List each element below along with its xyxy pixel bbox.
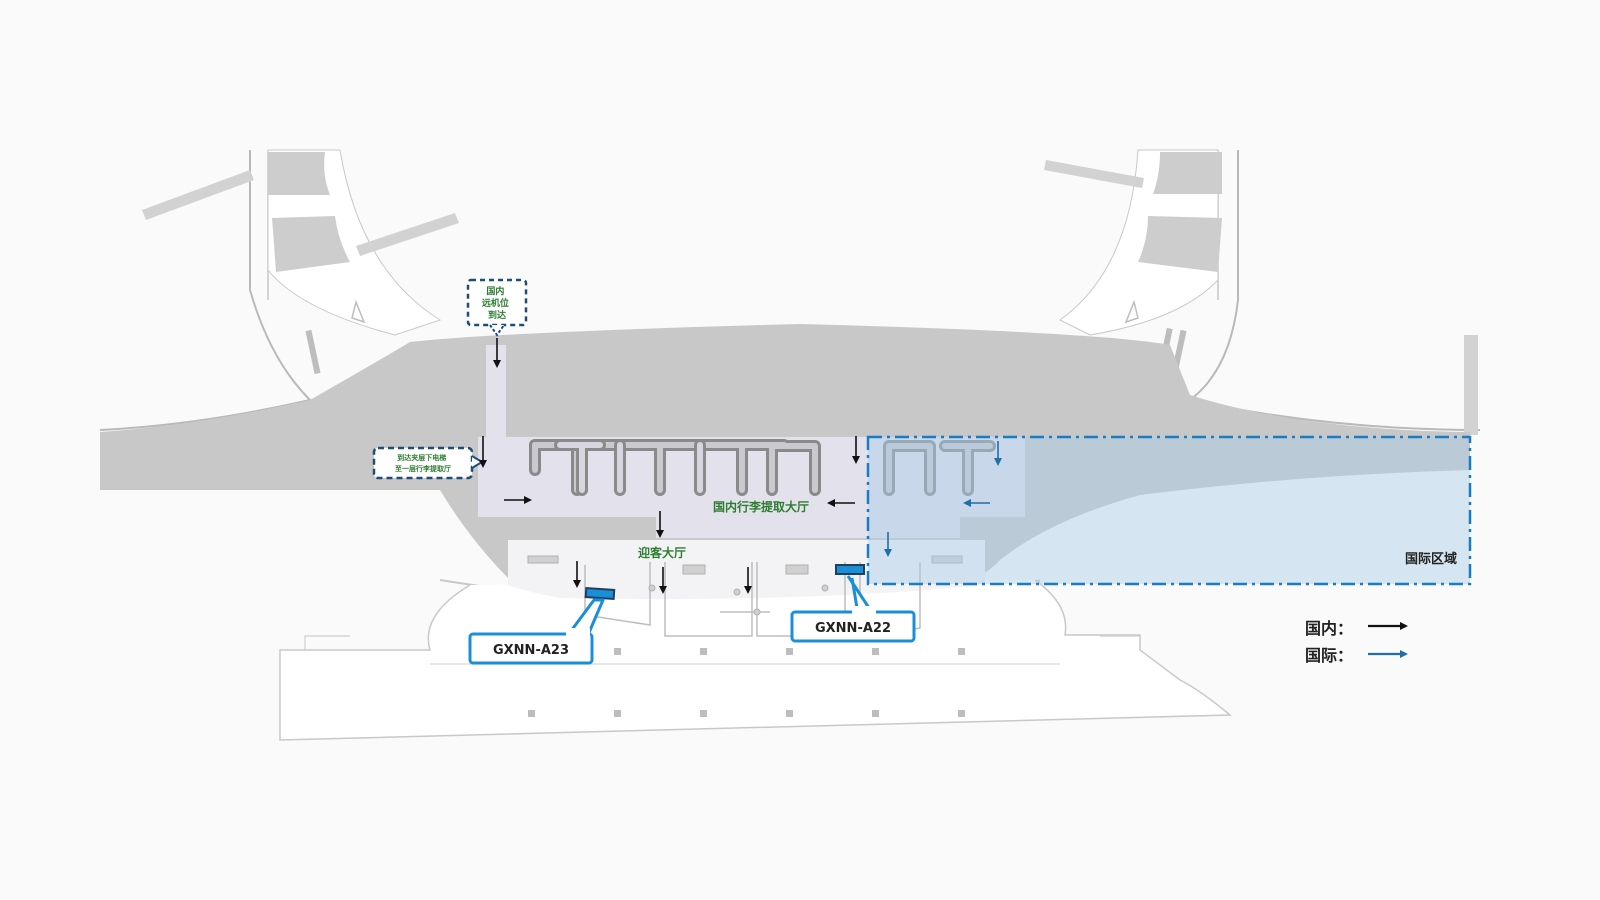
greeting-hall-label: 迎客大厅 [638,545,686,560]
legend-domestic-label: 国内： [1305,619,1353,638]
domestic-remote-arrival-callout: 国内 远机位 到达 [466,278,528,337]
international-flow-arrows [884,441,1002,557]
svg-text:到达夹层下电梯 至一层行李提取厅: 到达夹层下电梯 至一层行李提取厅 [395,453,451,473]
gate-a22-marker [835,564,865,575]
domestic-baggage-hall-label: 国内行李提取大厅 [713,499,809,514]
legend-international-label: 国际： [1305,646,1353,665]
remote-arrival-line2: 远机位 [482,297,509,309]
domestic-flow-arrows [479,338,860,594]
gate-a23-label: GXNN-A23 [493,643,569,658]
gate-gxnn-a22[interactable]: GXNN-A22 [790,564,916,643]
greeting-hall [508,540,985,641]
international-zone: 国际区域 [866,435,1472,586]
gate-gxnn-a23[interactable]: GXNN-A23 [468,586,616,665]
remote-arrival-line1: 国内 [486,285,504,297]
baggage-carousels [529,439,996,496]
terminal-structure [99,149,1481,435]
elevator-note-callout: 到达夹层下电梯 至一层行李提取厅 [372,446,484,480]
remote-arrival-line3: 到达 [488,309,506,321]
lower-building [279,579,1233,741]
elevator-note-line2: 至一层行李提取厅 [395,464,451,473]
map-legend: 国内： 国际： [1305,619,1408,665]
gate-a22-label: GXNN-A22 [815,621,891,636]
gate-a23-marker [584,586,616,601]
international-zone-label: 国际区域 [1405,551,1457,567]
elevator-note-line1: 到达夹层下电梯 [397,453,446,462]
svg-text:国内 远机位 到达: 国内 远机位 到达 [482,285,512,321]
